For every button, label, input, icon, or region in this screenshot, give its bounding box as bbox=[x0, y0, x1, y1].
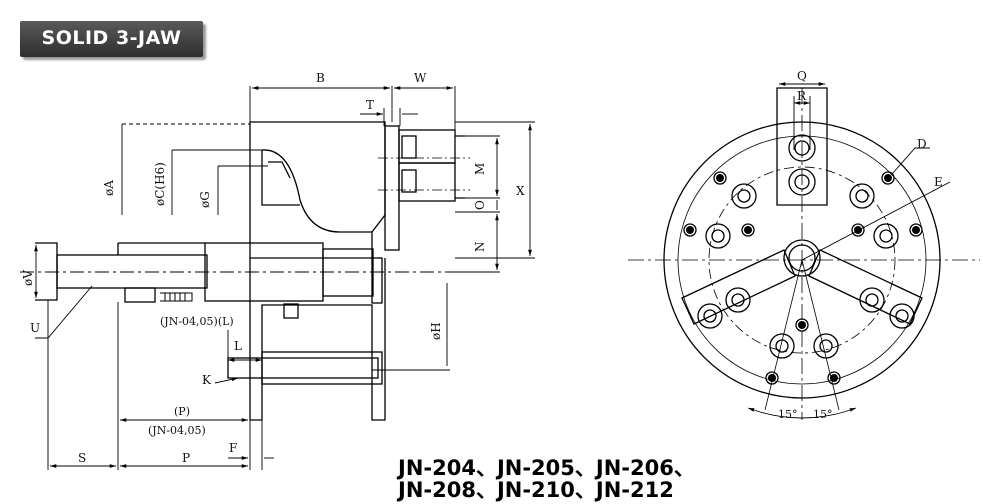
dim-label-O: O bbox=[473, 200, 487, 210]
dim-label-V: øV bbox=[21, 270, 35, 286]
dim-label-U: U bbox=[30, 321, 40, 335]
dim-label-T: T bbox=[366, 98, 374, 112]
draw-tube bbox=[56, 254, 208, 289]
jaw-lower bbox=[398, 162, 456, 202]
dim-label-E: E bbox=[934, 175, 943, 189]
front-view-labels: Q R D E 15° 15° bbox=[778, 69, 943, 421]
chuck-outer-circle bbox=[663, 121, 941, 399]
dim-label-D: D bbox=[917, 137, 927, 151]
angle-label-right: 15° bbox=[813, 408, 833, 421]
chuck-body-outline bbox=[249, 121, 386, 259]
side-view-dimensions bbox=[34, 86, 535, 470]
front-view bbox=[628, 87, 980, 420]
center-bore bbox=[783, 239, 821, 277]
dim-label-B: B bbox=[316, 71, 325, 85]
dim-label-C: øC(H6) bbox=[153, 162, 167, 206]
dim-label-R: R bbox=[797, 89, 807, 103]
dim-label-M: M bbox=[473, 163, 487, 175]
title-badge: SOLID 3-JAW bbox=[20, 21, 203, 57]
side-view-labels: B W T X M O N øA øC(H6) øG øV øH U K L (… bbox=[21, 71, 525, 465]
dim-label-H: øH bbox=[429, 322, 443, 340]
dim-label-N: N bbox=[473, 242, 487, 253]
dim-label-A: øA bbox=[102, 180, 116, 196]
model-list-line-1: JN-204、JN-205、JN-206、 bbox=[398, 456, 695, 480]
dim-label-S: S bbox=[78, 451, 86, 465]
dim-label-P-note: (JN-04,05) bbox=[148, 424, 206, 437]
angle-label-left: 15° bbox=[778, 408, 798, 421]
dim-label-P-paren: (P) bbox=[174, 405, 190, 418]
body-cavity-curve bbox=[261, 149, 372, 233]
dim-label-X: X bbox=[516, 184, 525, 198]
front-jaw-left bbox=[681, 249, 796, 325]
model-list-line-2: JN-208、JN-210、JN-212 bbox=[398, 478, 674, 502]
dim-label-P: P bbox=[182, 451, 190, 465]
dim-label-K: K bbox=[202, 373, 212, 387]
front-jaw-right bbox=[808, 249, 923, 325]
mounting-bolt bbox=[227, 357, 379, 379]
side-view bbox=[20, 121, 500, 421]
dim-label-L: L bbox=[234, 339, 242, 353]
dim-label-Q: Q bbox=[797, 69, 807, 83]
dim-label-W: W bbox=[414, 71, 427, 85]
dim-label-F: F bbox=[229, 441, 237, 455]
dim-label-L-note: (JN-04,05)(L) bbox=[160, 315, 234, 328]
face-plate bbox=[384, 125, 400, 251]
dim-label-G: øG bbox=[198, 191, 212, 208]
title-badge-text: SOLID 3-JAW bbox=[41, 27, 182, 49]
lower-body bbox=[249, 258, 386, 421]
front-jaw-top bbox=[776, 87, 828, 206]
front-view-dimensions bbox=[747, 82, 951, 419]
